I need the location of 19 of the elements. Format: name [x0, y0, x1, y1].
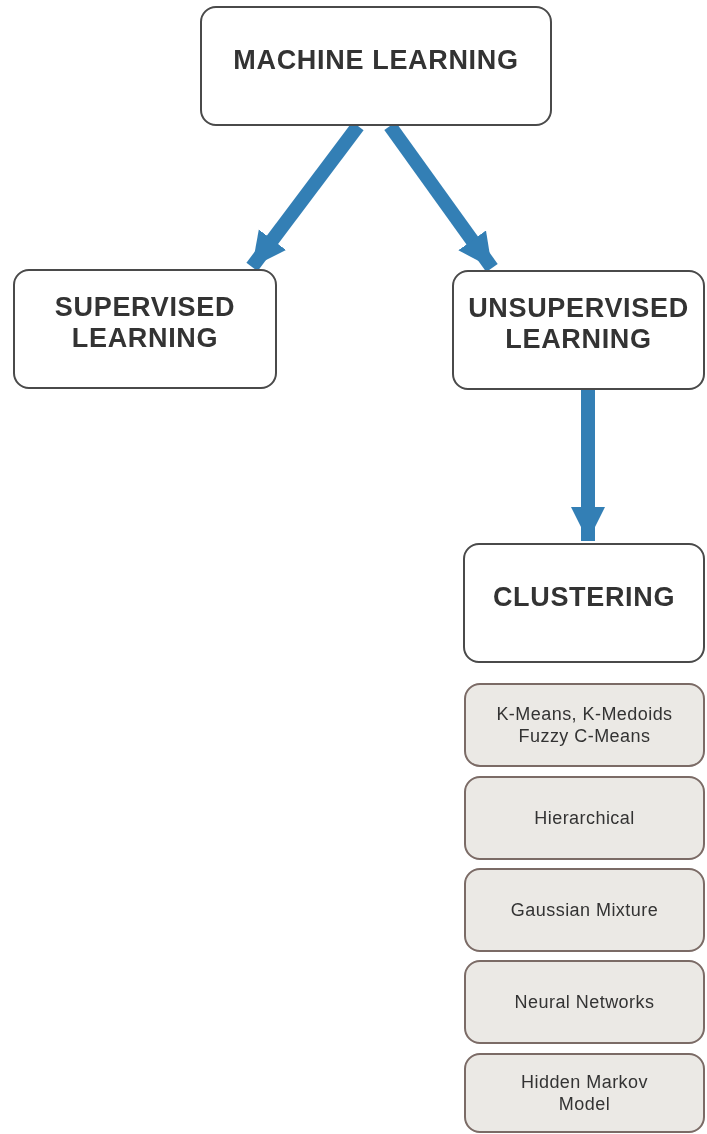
- category-box: [13, 269, 277, 389]
- category-label: SUPERVISED LEARNING: [53, 292, 237, 354]
- method-box: [464, 776, 705, 860]
- method-label: Hidden Markov Model: [520, 1071, 649, 1115]
- category-label: CLUSTERING: [492, 581, 676, 613]
- method-box: [464, 1053, 705, 1133]
- method-label: Hierarchical: [534, 807, 635, 829]
- arrow: [571, 390, 605, 541]
- category-box: [200, 6, 552, 126]
- category-label: UNSUPERVISED LEARNING: [467, 293, 690, 355]
- category-box: [463, 543, 705, 663]
- method-label: K-Means, K-Medoids Fuzzy C-Means: [495, 703, 674, 747]
- method-box: [464, 868, 705, 952]
- method-box: [464, 960, 705, 1044]
- method-label: Neural Networks: [514, 991, 655, 1013]
- category-label: MACHINE LEARNING: [233, 44, 519, 76]
- category-box: [452, 270, 705, 390]
- method-box: [464, 683, 705, 767]
- method-label: Gaussian Mixture: [510, 899, 659, 921]
